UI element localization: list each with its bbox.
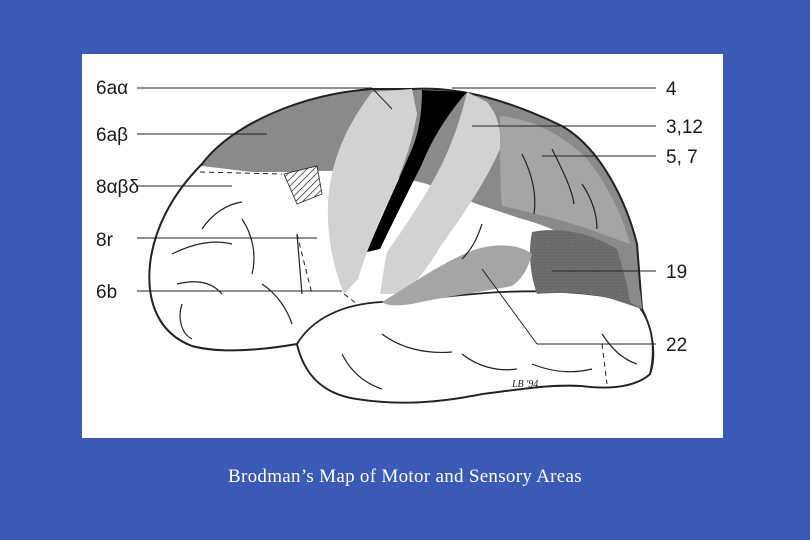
label-area-4: 4 bbox=[666, 79, 677, 100]
leader-lines bbox=[137, 87, 656, 345]
brain-diagram-panel: 6aα 6aβ 8αβδ 8r 6b 4 3,12 5, 7 19 22 LB … bbox=[82, 54, 723, 438]
label-area-6a-alpha: 6aα bbox=[96, 78, 128, 99]
label-area-6b: 6b bbox=[96, 282, 117, 303]
figure-caption: Brodman’s Map of Motor and Sensory Areas bbox=[228, 466, 582, 487]
region-area-5-7 bbox=[500, 116, 630, 244]
label-area-5-7: 5, 7 bbox=[666, 147, 698, 168]
region-area-19 bbox=[529, 229, 642, 309]
sulci bbox=[171, 148, 638, 390]
region-area-4 bbox=[367, 90, 467, 252]
region-premotor-light bbox=[327, 89, 417, 294]
temporal-lobe-outline bbox=[296, 290, 654, 404]
region-area-19-band bbox=[617, 249, 642, 309]
region-area-8abd bbox=[283, 165, 323, 205]
label-area-8-abd: 8αβδ bbox=[96, 177, 139, 198]
artist-signature: LB '94 bbox=[511, 379, 538, 390]
label-area-3-12: 3,12 bbox=[666, 117, 703, 138]
label-area-19: 19 bbox=[666, 262, 687, 283]
region-area-3-12 bbox=[380, 92, 501, 294]
label-area-8r: 8r bbox=[96, 230, 114, 251]
brain-diagram: 6aα 6aβ 8αβδ 8r 6b 4 3,12 5, 7 19 22 LB … bbox=[96, 78, 703, 404]
dashed-boundaries bbox=[199, 171, 608, 385]
label-area-22: 22 bbox=[666, 335, 687, 356]
label-area-6a-beta: 6aβ bbox=[96, 125, 128, 146]
region-area-22 bbox=[382, 245, 532, 306]
